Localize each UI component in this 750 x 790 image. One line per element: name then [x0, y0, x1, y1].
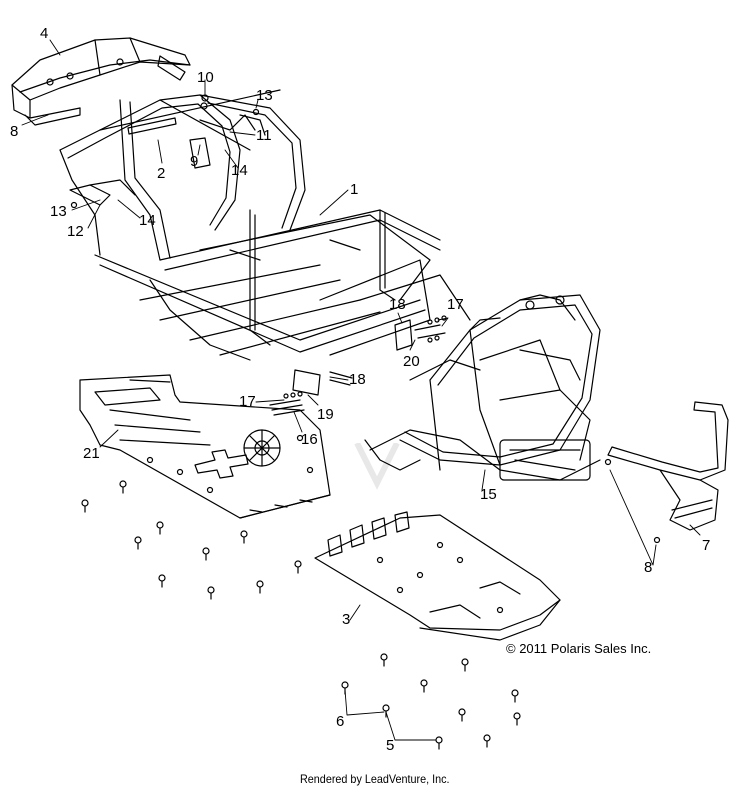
fastener	[202, 547, 210, 561]
callout-11: 11	[256, 127, 272, 144]
callout-2: 2	[157, 165, 166, 182]
part-2-bar	[127, 117, 177, 135]
fastener	[81, 499, 89, 513]
fastener	[511, 689, 519, 703]
callout-8-left: 8	[10, 123, 19, 140]
callout-10: 10	[197, 69, 214, 86]
callout-14-right: 14	[231, 162, 248, 179]
callout-4: 4	[40, 25, 49, 42]
callout-21: 21	[83, 445, 100, 462]
fastener	[240, 530, 248, 544]
leader-lines	[21, 39, 701, 741]
fastener	[156, 521, 164, 535]
callout-7: 7	[702, 537, 711, 554]
left-brackets	[69, 179, 136, 209]
callout-1: 1	[350, 181, 359, 198]
callout-14-left: 14	[139, 212, 156, 229]
callout-17-left: 17	[239, 393, 256, 410]
callout-6: 6	[336, 713, 345, 730]
callout-16: 16	[301, 431, 318, 448]
callout-3: 3	[342, 611, 351, 628]
fastener	[380, 653, 388, 667]
fastener	[483, 734, 491, 748]
callout-13-right: 13	[256, 87, 273, 104]
rear-skid-plate	[314, 511, 561, 641]
fastener	[158, 574, 166, 588]
fastener	[382, 704, 390, 718]
callout-8-right: 8	[644, 559, 653, 576]
main-frame	[59, 89, 601, 481]
fastener	[294, 560, 302, 574]
callout-9: 9	[190, 153, 199, 170]
fastener	[207, 586, 215, 600]
callout-17-right: 17	[447, 296, 464, 313]
fastener	[458, 708, 466, 722]
callout-15: 15	[480, 486, 497, 503]
callout-13-left: 13	[50, 203, 67, 220]
callout-20: 20	[403, 353, 420, 370]
front-skid-plate	[79, 374, 331, 519]
callout-12: 12	[67, 223, 84, 240]
watermark-logo-mark	[354, 441, 400, 490]
fastener	[435, 736, 443, 750]
upper-brackets	[189, 94, 266, 169]
watermark-logo	[262, 441, 492, 511]
fastener	[461, 658, 469, 672]
fasteners	[81, 480, 521, 750]
fastener	[119, 480, 127, 494]
fastener	[134, 536, 142, 550]
callout-19: 19	[317, 406, 334, 423]
rear-bumper	[604, 401, 729, 544]
rendered-by-footer: Rendered by LeadVenture, Inc.	[300, 772, 450, 786]
front-bumper-assembly	[11, 37, 191, 126]
callout-18-mid: 18	[349, 371, 366, 388]
callout-18-right: 18	[389, 296, 406, 313]
fastener	[420, 679, 428, 693]
copyright-text: © 2011 Polaris Sales Inc.	[506, 641, 652, 656]
fastener	[256, 580, 264, 594]
callout-5: 5	[386, 737, 395, 754]
fastener	[513, 712, 521, 726]
